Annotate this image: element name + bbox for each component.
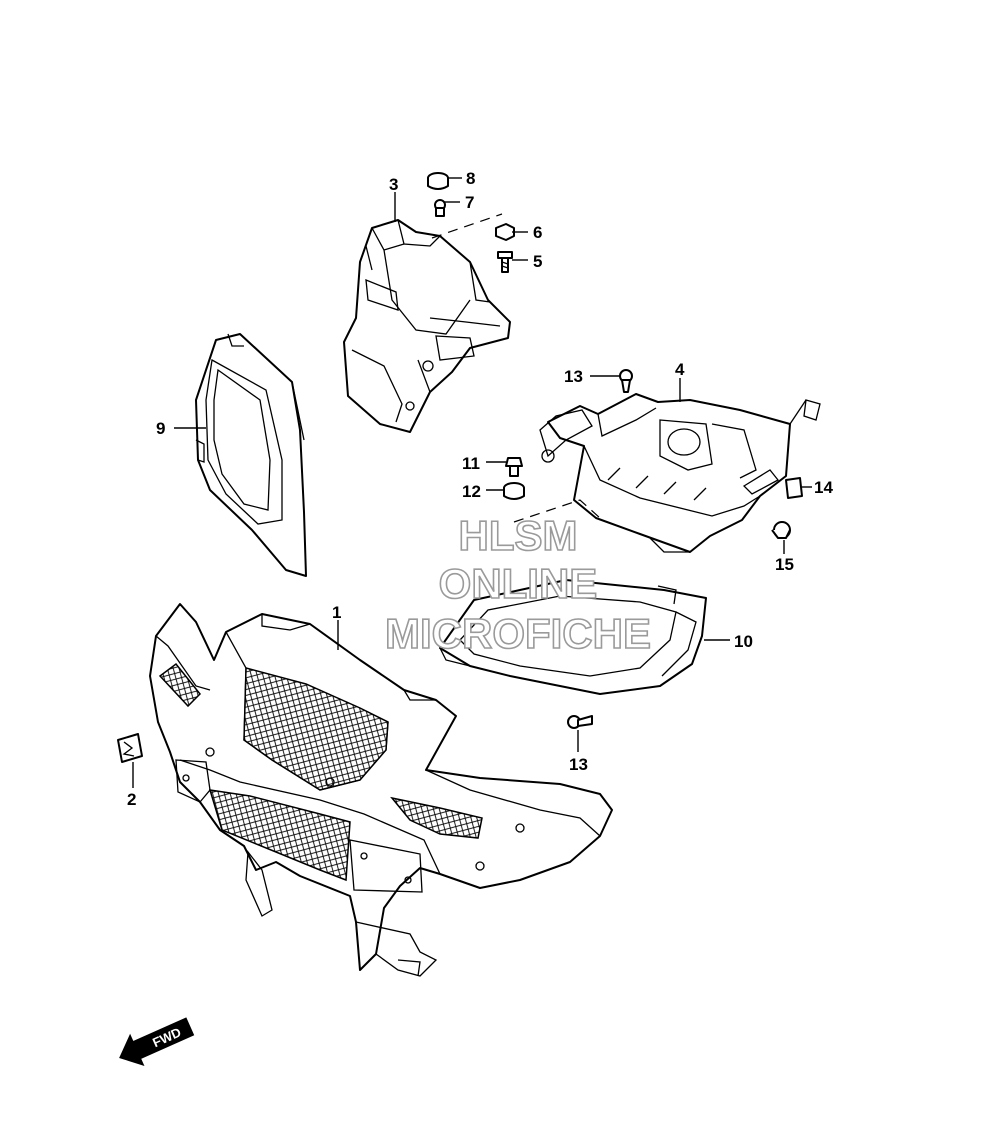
part-13-screw-upper (619, 369, 633, 393)
part-2-emblem (117, 733, 143, 763)
part-14-clip (785, 477, 803, 499)
callout-7: 7 (465, 193, 474, 212)
alignment-line-3 (431, 213, 503, 239)
callout-14: 14 (814, 478, 833, 497)
part-15-push-rivet (771, 521, 791, 539)
alignment-line-4 (513, 499, 601, 523)
watermark-line-2: ONLINE (439, 560, 598, 607)
callout-6: 6 (533, 223, 542, 242)
callout-5: 5 (533, 252, 542, 271)
callout-numbers: 1 2 3 4 5 6 7 8 9 10 11 12 13 13 14 15 (127, 169, 833, 809)
part-12-grommet (503, 482, 525, 500)
callout-11: 11 (462, 454, 480, 473)
callout-10: 10 (734, 632, 753, 651)
watermark: HLSM ONLINE MICROFICHE (384, 511, 652, 658)
part-1-front-grille (149, 603, 613, 977)
callout-15: 15 (775, 555, 794, 574)
callout-1: 1 (332, 603, 341, 622)
watermark-line-3: MICROFICHE (385, 610, 651, 657)
callout-4: 4 (675, 360, 685, 379)
fwd-arrow-icon: FWD (119, 1017, 195, 1067)
part-4-tray-bracket (539, 393, 821, 553)
part-3-headlight-housing (343, 219, 511, 433)
callout-13-lower: 13 (569, 755, 588, 774)
callout-13-upper: 13 (564, 367, 583, 386)
fastener-stack (427, 172, 515, 273)
part-10-bezel-trim (439, 579, 707, 695)
leader-lines (132, 177, 812, 788)
callout-9: 9 (156, 419, 165, 438)
part-13-screw-lower (567, 715, 593, 729)
part-9-headlight-bezel (195, 333, 307, 577)
callout-3: 3 (389, 175, 398, 194)
watermark-line-1: HLSM (459, 512, 578, 559)
part-11-bolt (505, 457, 523, 477)
callout-8: 8 (466, 169, 475, 188)
callout-12: 12 (462, 482, 481, 501)
callout-2: 2 (127, 790, 136, 809)
